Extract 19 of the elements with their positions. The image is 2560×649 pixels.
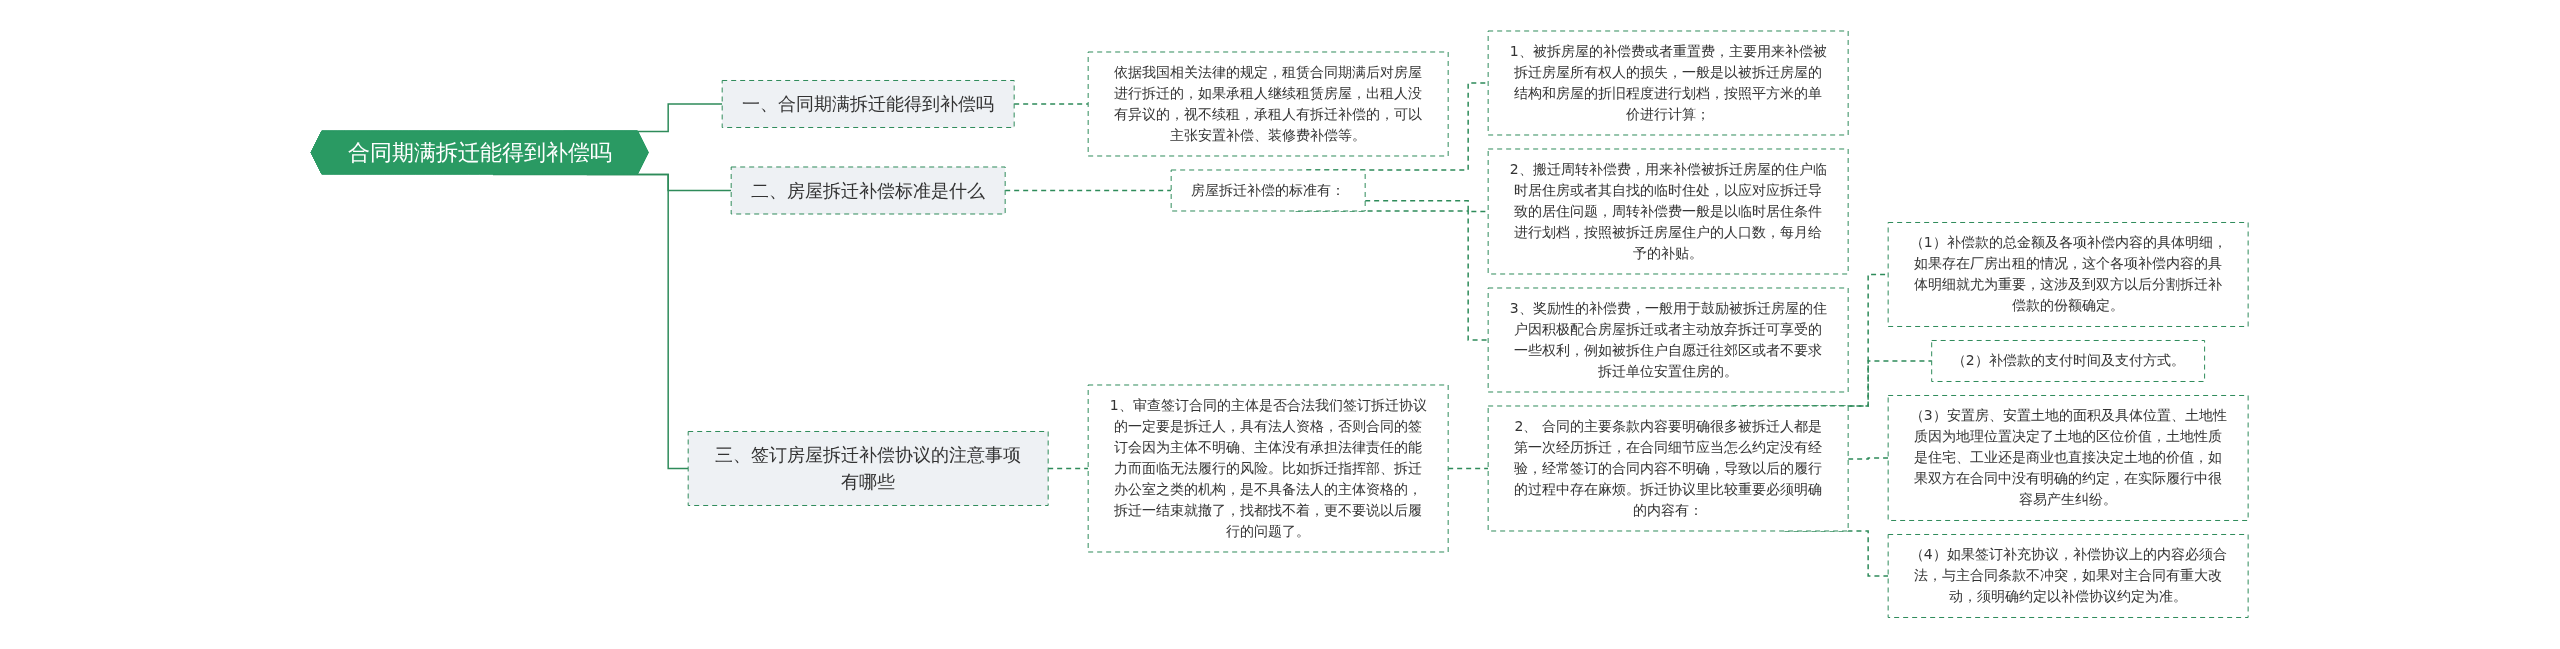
node-box: 房屋拆迁补偿的标准有： — [1171, 169, 1367, 212]
connector — [1004, 190, 1173, 192]
node-box: 1、审查签订合同的主体是否合法我们签订拆迁协议的一定要是拆迁人，具有法人资格，否则合同的签订会因为主体不明确、主体没有承担法律责任的能力而面临无法履行的风险。比如拆迁指挥部、拆迁办公室之类的机构，是不具备法人的主体资格的，拆迁一结束就撤了，找都找不着，更不要说以后履行的问题了。 — [1088, 384, 1450, 553]
node-box: （3）安置房、安置土地的面积及具体位置、土地性质因为地理位置决定了土地的区位价值，土地性质是住宅、工业还是商业也直接决定土地的价值，如果双方在合同中没有明确的约定，在实际履行中很容易产生纠纷。 — [1888, 395, 2250, 522]
node-box: 二、房屋拆迁补偿标准是什么 — [731, 166, 1007, 215]
node-box: 一、合同期满拆迁能得到补偿吗 — [722, 80, 1016, 129]
connector — [1013, 103, 1090, 105]
node-box: （4）如果签订补充协议，补偿协议上的内容必须合法，与主合同条款不冲突，如果对主合同有重大改动，须明确约定以补偿协议约定为准。 — [1888, 534, 2250, 619]
node-box: （1）补偿款的总金额及各项补偿内容的具体明细，如果存在厂房出租的情况，这个各项补偿内容的具体明细就尤为重要，这涉及到双方以后分割拆迁补偿款的份额确定。 — [1888, 222, 2250, 328]
node-box: 三、签订房屋拆迁补偿协议的注意事项有哪些 — [688, 431, 1050, 507]
connector — [1447, 468, 1490, 470]
node-box: （2）补偿款的支付时间及支付方式。 — [1931, 340, 2206, 383]
node-box: 2、 合同的主要条款内容要明确很多被拆迁人都是第一次经历拆迁，在合同细节应当怎么约定没有经验，经常签订的合同内容不明确，导致以后的履行的过程中存在麻烦。拆迁协议里比较重要必须明确的内容有： — [1488, 405, 1850, 532]
node-box: 1、被拆房屋的补偿费或者重置费，主要用来补偿被拆迁房屋所有权人的损失，一般是以被拆迁房屋的结构和房屋的折旧程度进行划档，按照平方米的单价进行计算； — [1488, 30, 1850, 136]
connector — [1847, 457, 1890, 461]
node-box: 依据我国相关法律的规定，租赁合同期满后对房屋进行拆迁的，如果承租人继续租赁房屋，出租人没有异议的，视不续租，承租人有拆迁补偿的，可以主张安置补偿、装修费补偿等。 — [1088, 51, 1450, 157]
connector — [1047, 468, 1090, 470]
node-box: 3、奖励性的补偿费，一般用于鼓励被拆迁房屋的住户因积极配合房屋拆迁或者主动放弃拆迁可享受的一些权利，例如被拆住户自愿迁往郊区或者不要求拆迁单位安置住房的。 — [1488, 287, 1850, 393]
node-box: 2、搬迁周转补偿费，用来补偿被拆迁房屋的住户临时居住房或者其自找的临时住处，以应对应拆迁导致的居住问题，周转补偿费一般是以临时居住条件进行划档，按照被拆迁房屋住户的人口数，每月给予的补贴。 — [1488, 148, 1850, 275]
